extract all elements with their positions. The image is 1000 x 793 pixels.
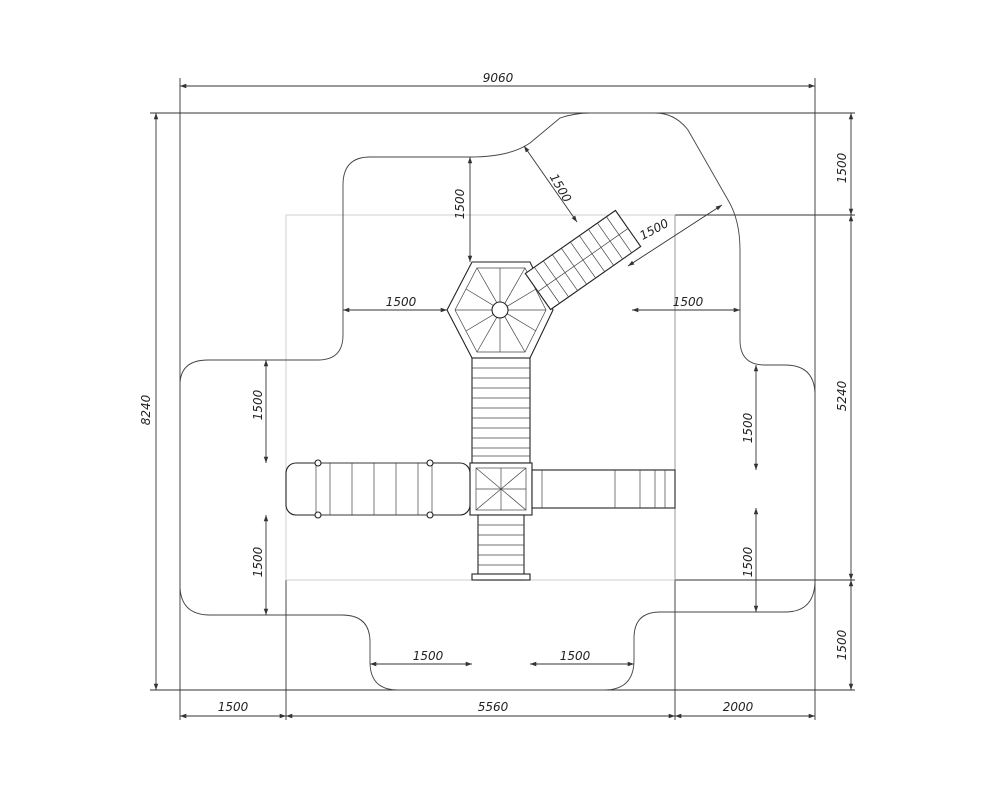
diagonal-staircase xyxy=(524,209,642,311)
left-lower-label: 1500 xyxy=(251,546,265,577)
bottom-left-label: 1500 xyxy=(218,700,249,714)
bottom-left-inner-label: 1500 xyxy=(413,649,444,663)
left-of-tower-label: 1500 xyxy=(386,295,417,309)
right-of-stair-label: 1500 xyxy=(673,295,704,309)
top-clearance-label: 1500 xyxy=(453,188,467,219)
left-ladder xyxy=(285,462,471,516)
bottom-right-inner-label: 1500 xyxy=(560,649,591,663)
dimension-lines xyxy=(153,83,854,719)
bottom-right-label: 2000 xyxy=(723,700,754,714)
stair-clearance-label: 1500 xyxy=(637,216,671,243)
dimension-labels: 9060 8240 1500 5560 2000 1500 5240 1500 … xyxy=(139,71,849,714)
playground-equipment xyxy=(285,209,676,581)
bottom-middle-label: 5560 xyxy=(478,700,509,714)
right-bottom-label: 1500 xyxy=(835,629,849,660)
safety-zone-outline xyxy=(179,112,816,691)
right-top-label: 1500 xyxy=(835,152,849,183)
bottom-stair xyxy=(477,514,525,581)
overall-width-label: 9060 xyxy=(483,71,514,85)
diag-clearance-label: 1500 xyxy=(547,171,575,205)
right-lower-label: 1500 xyxy=(741,546,755,577)
right-upper-label: 1500 xyxy=(741,412,755,443)
right-slide xyxy=(531,469,676,509)
overall-height-label: 8240 xyxy=(139,394,153,425)
vertical-bridge xyxy=(471,357,531,464)
left-upper-label: 1500 xyxy=(251,389,265,420)
inner-height-label: 5240 xyxy=(835,380,849,411)
